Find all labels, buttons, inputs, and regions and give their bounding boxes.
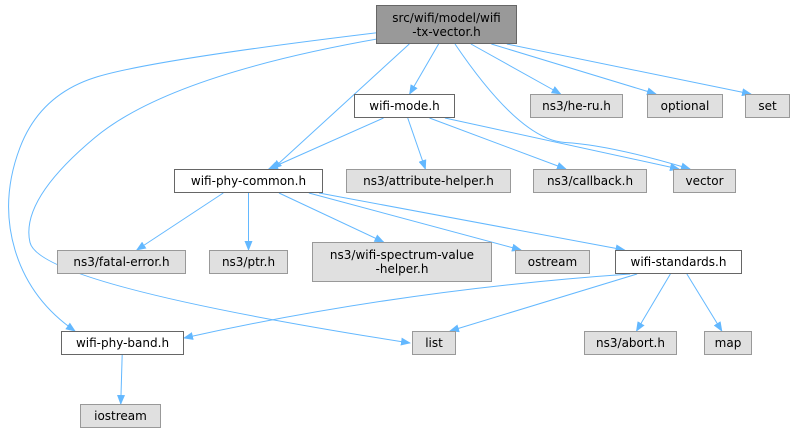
edge-wifi-standards-to-wifi-phy-band [183,273,631,340]
edge-wifi-mode-to-vector [444,117,680,171]
edge-root-to-vector [454,43,691,171]
edge-wifi-phy-common-to-ostream [308,192,522,252]
edge-root-to-wifi-mode [409,43,440,95]
node-root-wifi-tx-vector-h[interactable]: src/wifi/model/wifi -tx-vector.h [376,5,517,44]
node-map[interactable]: map [704,331,752,355]
node-list[interactable]: list [412,331,456,355]
node-optional[interactable]: optional [647,94,723,118]
edge-root-to-wifi-phy-common [271,43,410,170]
node-ns3-fatal-error-h[interactable]: ns3/fatal-error.h [57,250,186,274]
node-ns3-attribute-helper-h[interactable]: ns3/attribute-helper.h [346,169,511,193]
node-iostream[interactable]: iostream [80,404,161,428]
node-ns3-wifi-spectrum-value-helper-h[interactable]: ns3/wifi-spectrum-value -helper.h [312,242,492,282]
edge-wifi-phy-common-to-wifi-standards [318,192,626,253]
edge-wifi-standards-to-list [449,273,638,333]
edge-wifi-phy-common-to-fatal-error [135,192,224,251]
edge-wifi-phy-common-to-spectrum-value [278,192,385,243]
edge-root-to-set [506,43,752,97]
edge-root-to-list [28,37,411,346]
node-wifi-phy-common-h[interactable]: wifi-phy-common.h [174,169,323,193]
node-ns3-ptr-h[interactable]: ns3/ptr.h [209,250,288,274]
edge-root-to-he-ru [470,43,562,95]
node-vector[interactable]: vector [673,169,736,193]
edge-wifi-standards-to-map [686,273,723,332]
node-ns3-callback-h[interactable]: ns3/callback.h [533,169,647,193]
node-wifi-standards-h[interactable]: wifi-standards.h [615,250,742,274]
edge-wifi-mode-to-callback [429,117,567,170]
node-ostream[interactable]: ostream [515,250,590,274]
edge-wifi-phy-band-to-iostream [117,354,126,405]
node-ns3-abort-h[interactable]: ns3/abort.h [584,331,677,355]
node-wifi-mode-h[interactable]: wifi-mode.h [354,94,455,118]
node-set[interactable]: set [745,94,790,118]
node-ns3-he-ru-h[interactable]: ns3/he-ru.h [530,94,623,118]
edge-wifi-mode-to-attribute-helper [407,117,427,170]
edge-root-to-optional [491,43,657,96]
node-wifi-phy-band-h[interactable]: wifi-phy-band.h [61,331,184,355]
edge-wifi-standards-to-abort [635,273,671,332]
edge-root-to-wifi-phy-band [8,31,384,332]
edge-wifi-mode-to-wifi-phy-common [267,117,384,170]
